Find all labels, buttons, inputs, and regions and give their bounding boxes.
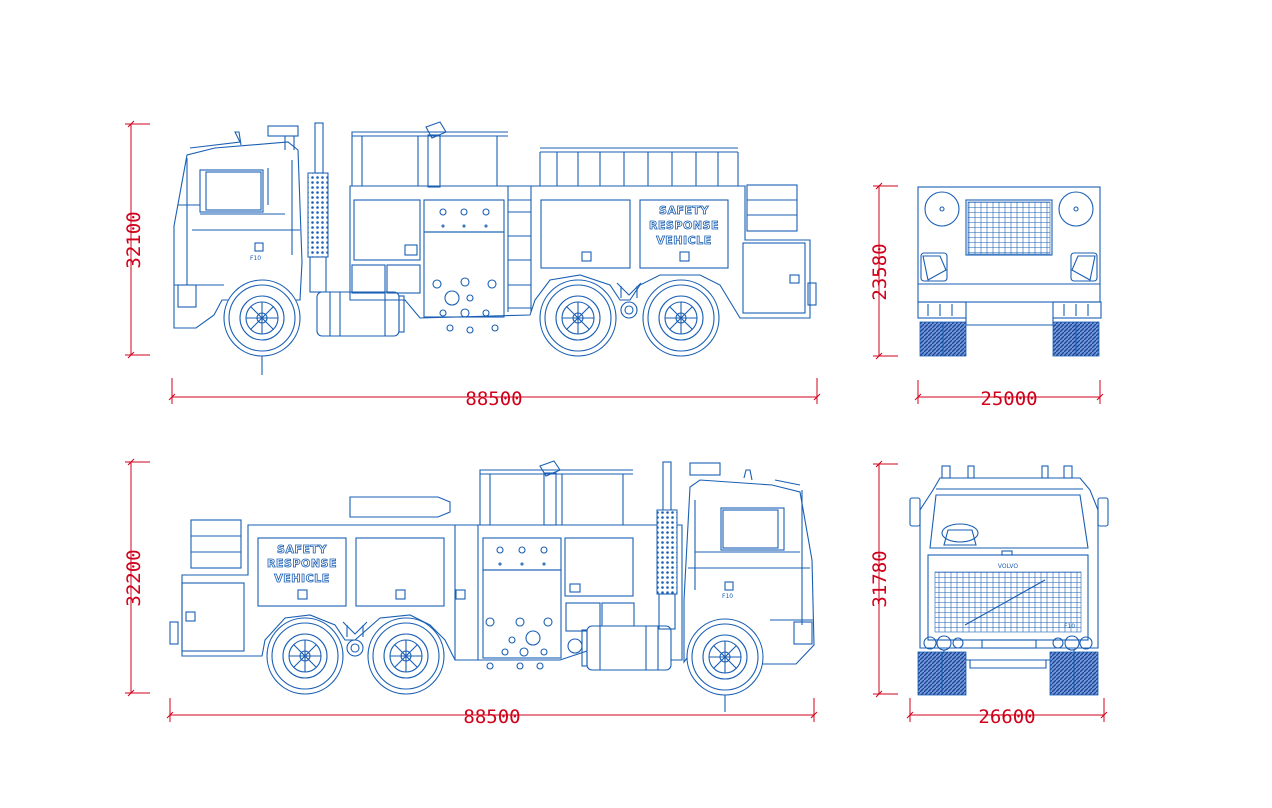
side-view-cab-left: F10 SAFETY RESPONSE VEHICLE <box>173 121 817 375</box>
panel-text-line1: SAFETY <box>659 204 709 217</box>
svg-text:F10: F10 <box>1064 623 1075 630</box>
panel-text-line3-b: VEHICLE <box>274 572 329 585</box>
svg-text:F10: F10 <box>250 255 261 262</box>
brand-badge: VOLVO <box>998 563 1018 570</box>
panel-text-line1-b: SAFETY <box>277 543 327 556</box>
dim-rear-height: 23580 <box>869 243 891 300</box>
svg-text:F10: F10 <box>722 593 733 600</box>
dim-front-width: 26600 <box>978 706 1035 728</box>
dim-side-left-height: 32200 <box>123 549 145 606</box>
dimension-lines: 32100 88500 23580 25000 32200 88500 3178… <box>123 120 1108 728</box>
dim-front-height: 31780 <box>869 550 891 607</box>
dim-rear-width: 25000 <box>980 388 1037 410</box>
panel-text-line3: VEHICLE <box>656 234 711 247</box>
panel-text-line2-b: RESPONSE <box>267 557 337 570</box>
side-view-cab-right: SAFETY RESPONSE VEHICLE <box>169 460 815 712</box>
rear-view <box>917 186 1102 357</box>
dim-side-left-length: 88500 <box>463 706 520 728</box>
dim-side-right-height: 32100 <box>123 211 145 268</box>
dim-side-right-length: 88500 <box>465 388 522 410</box>
panel-text-line2: RESPONSE <box>649 219 719 232</box>
front-view: VOLVO F10 <box>909 465 1109 696</box>
